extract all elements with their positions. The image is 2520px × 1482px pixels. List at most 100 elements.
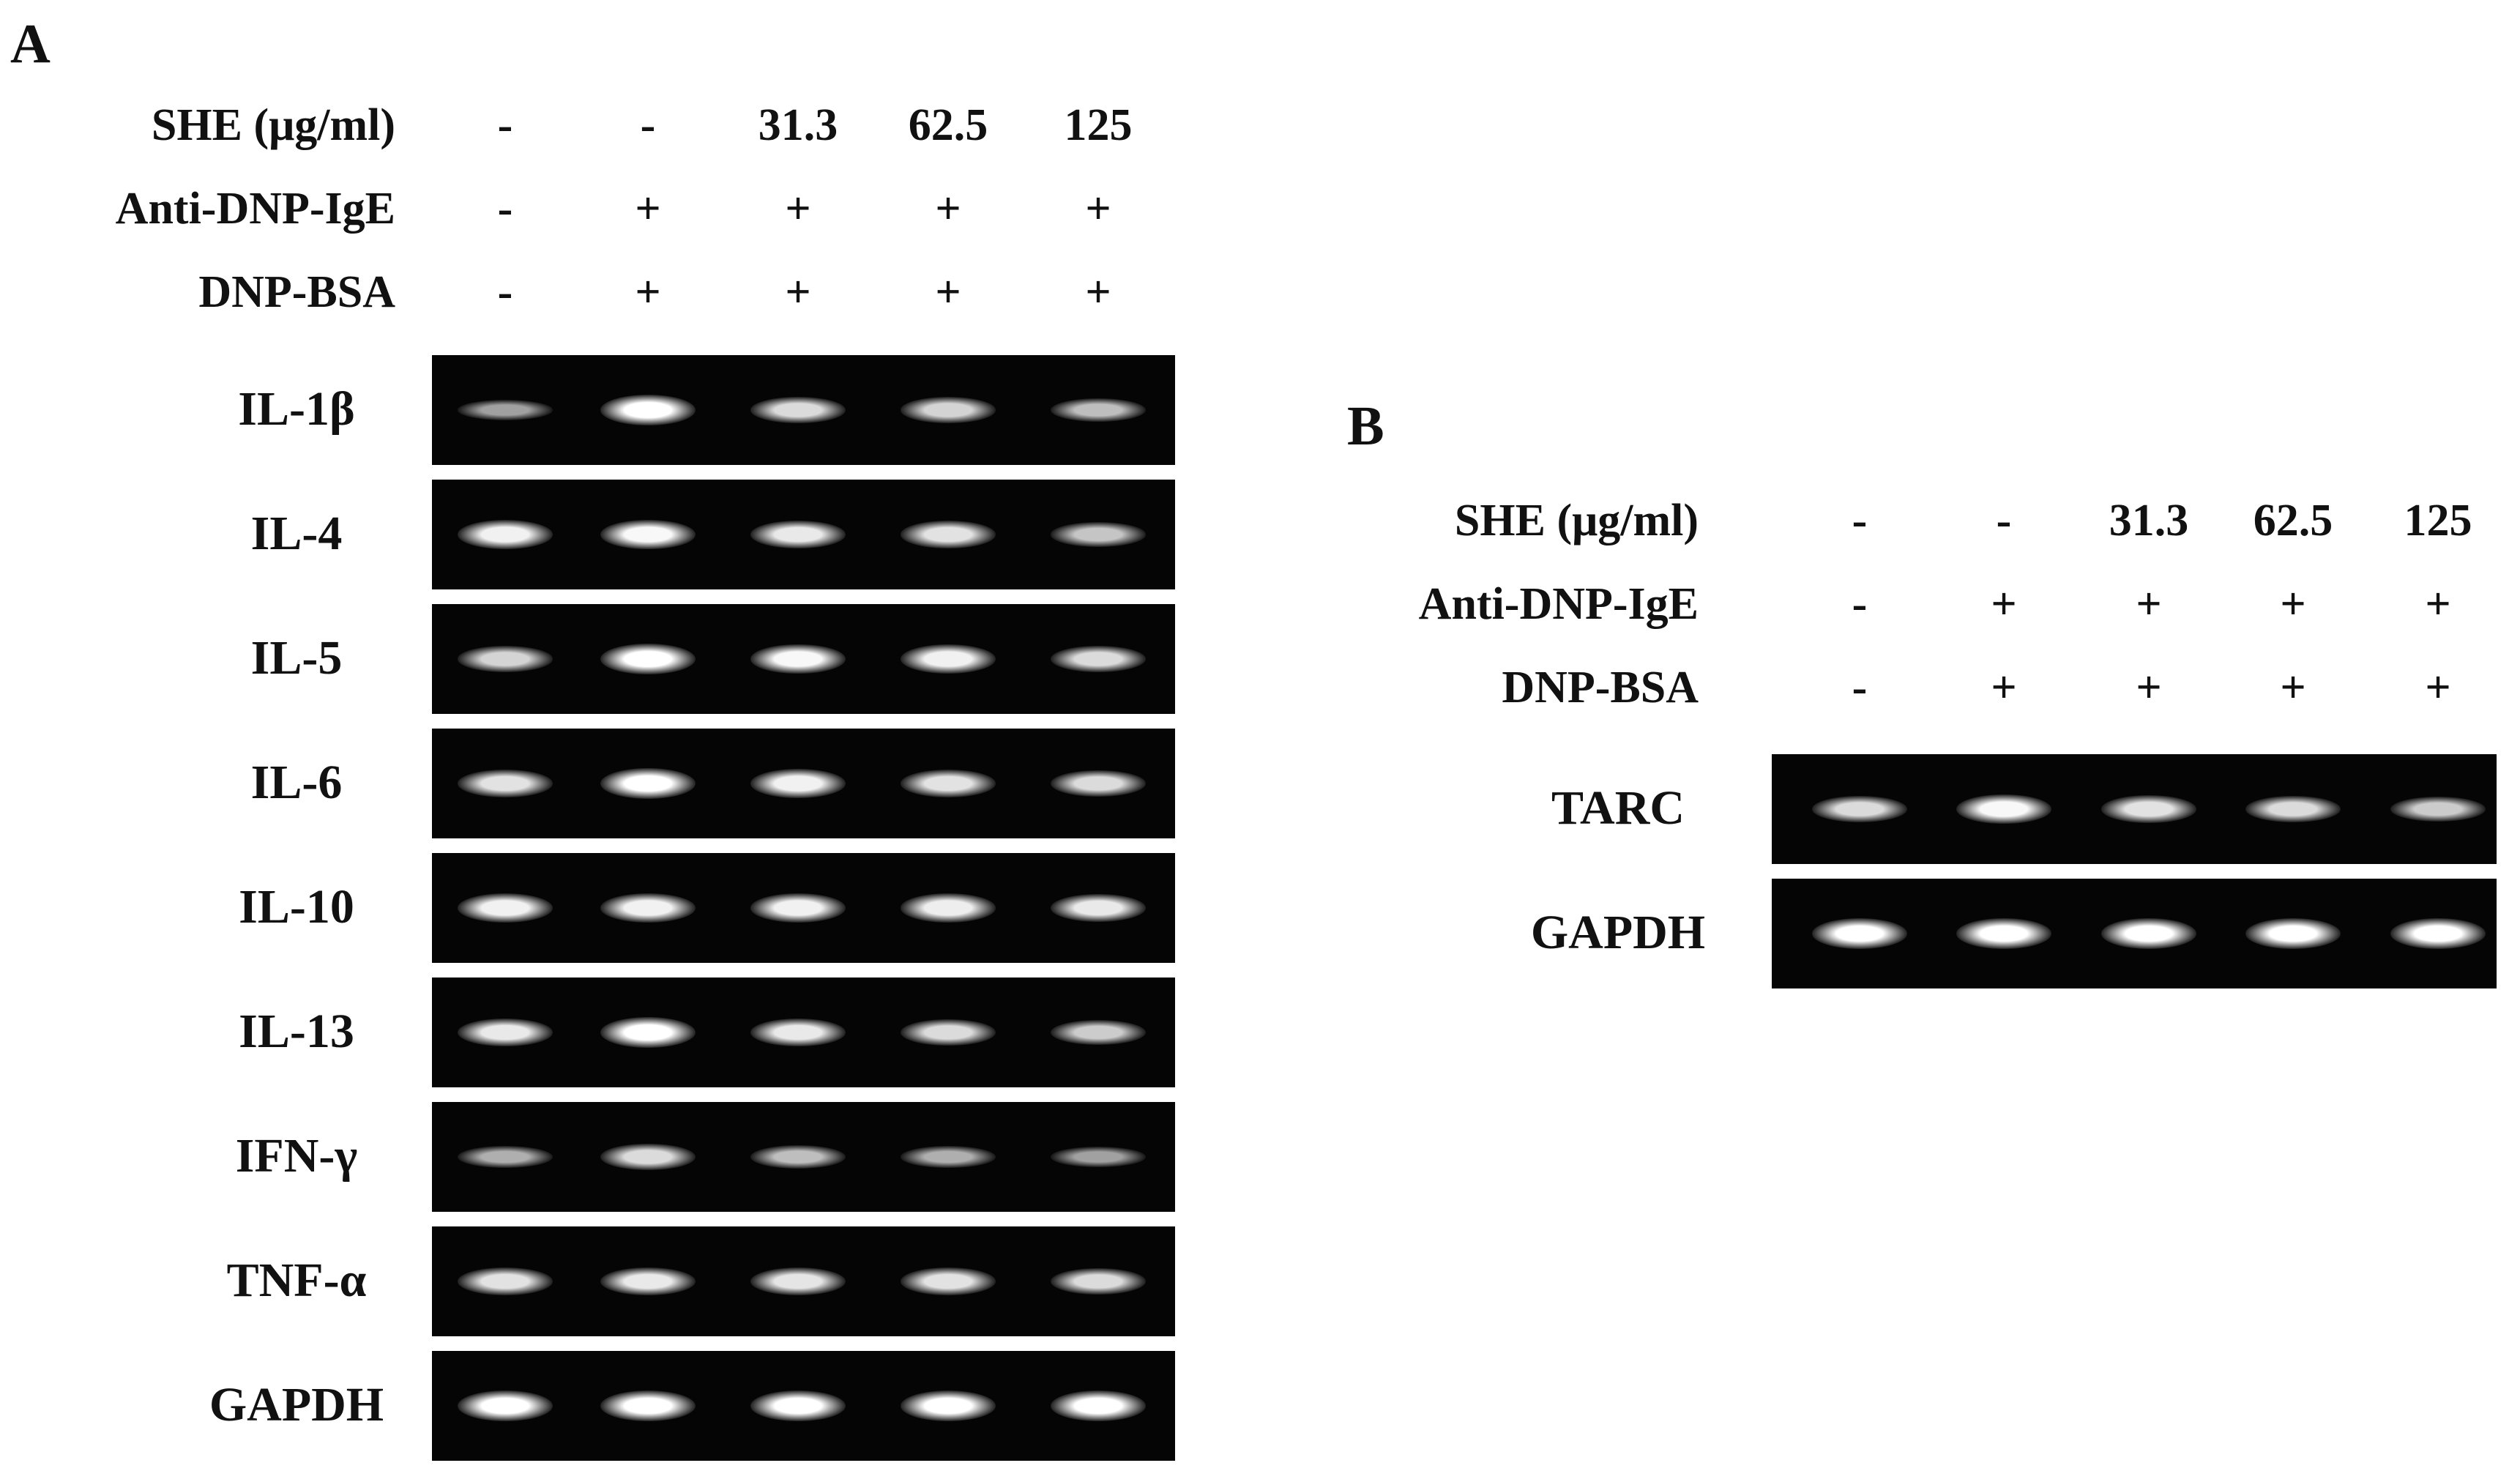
gel-band (1051, 770, 1146, 797)
gel-band (901, 770, 996, 797)
gel-band (901, 893, 996, 923)
condition-value: 62.5 (908, 100, 988, 150)
gel-band (1051, 398, 1146, 422)
gel-band (458, 400, 553, 420)
gel-band (901, 1267, 996, 1295)
gel-band (458, 1390, 553, 1421)
gel-band (600, 1267, 696, 1296)
condition-value: - (1852, 579, 1868, 629)
gel-band (600, 395, 696, 425)
gel-band (750, 893, 846, 923)
gel-band (458, 1018, 553, 1047)
gel-band (458, 1267, 553, 1295)
gel-band (2245, 795, 2341, 823)
gel-band (1051, 893, 1146, 923)
condition-value: + (2425, 579, 2451, 629)
condition-value: - (497, 184, 513, 234)
gel-band (1051, 522, 1146, 547)
condition-value: - (1852, 663, 1868, 712)
gel-band (1956, 794, 2051, 824)
condition-value: + (935, 184, 961, 234)
gene-label: IFN-γ (235, 1129, 358, 1183)
gene-label: IL-13 (239, 1005, 354, 1058)
gel-strip (432, 978, 1175, 1087)
gel-band (458, 520, 553, 549)
gel-band (458, 646, 553, 672)
condition-value: + (2280, 579, 2306, 629)
condition-value: + (635, 267, 661, 317)
condition-value: + (1991, 579, 2017, 629)
condition-value: + (635, 184, 661, 234)
gel-band (1051, 1390, 1146, 1421)
gel-band (750, 396, 846, 424)
gene-label: TNF-α (226, 1254, 367, 1307)
condition-label: DNP-BSA (1502, 663, 1699, 712)
condition-value: + (785, 184, 811, 234)
gel-strip (432, 355, 1175, 465)
gel-band (901, 397, 996, 423)
condition-label: SHE (μg/ml) (151, 100, 395, 150)
gel-band (2245, 918, 2341, 949)
gel-band (458, 1146, 553, 1168)
condition-value: + (2280, 663, 2306, 712)
condition-value: - (1852, 496, 1868, 545)
panel-letter-a: A (10, 13, 51, 75)
gel-strip (432, 853, 1175, 963)
gel-band (750, 1144, 846, 1169)
condition-value: - (1996, 496, 2012, 545)
condition-value: 125 (2404, 496, 2472, 545)
condition-value: + (2136, 579, 2162, 629)
gel-strip (432, 480, 1175, 589)
condition-value: + (785, 267, 811, 317)
gel-band (1812, 918, 1907, 949)
gel-band (600, 1390, 696, 1421)
condition-value: 31.3 (758, 100, 838, 150)
gel-band (1051, 1019, 1146, 1046)
condition-value: 62.5 (2253, 496, 2333, 545)
gel-band (901, 1146, 996, 1168)
gel-band (901, 644, 996, 674)
gel-band (2101, 795, 2196, 823)
gel-strip (432, 729, 1175, 838)
gene-label: IL-10 (239, 880, 354, 934)
gene-label: IL-6 (250, 756, 343, 809)
gel-band (458, 893, 553, 923)
gene-label: IL-5 (250, 631, 343, 685)
gel-band (600, 768, 696, 799)
condition-label: DNP-BSA (198, 267, 395, 317)
condition-value: + (1085, 184, 1111, 234)
gel-strip (1772, 754, 2497, 864)
condition-value: + (2136, 663, 2162, 712)
gel-band (1051, 1147, 1146, 1167)
condition-value: + (935, 267, 961, 317)
condition-label: Anti-DNP-IgE (1418, 579, 1699, 629)
gel-band (901, 1019, 996, 1046)
condition-value: + (1991, 663, 2017, 712)
gel-strip (432, 1351, 1175, 1461)
condition-value: 125 (1064, 100, 1133, 150)
condition-value: - (497, 100, 513, 150)
gel-strip (1772, 879, 2497, 988)
condition-label: Anti-DNP-IgE (115, 184, 395, 234)
gel-band (2101, 918, 2196, 949)
gel-band (1051, 645, 1146, 673)
gel-band (600, 519, 696, 550)
gel-band (750, 644, 846, 674)
gel-band (750, 769, 846, 798)
condition-value: - (497, 267, 513, 317)
condition-value: + (2425, 663, 2451, 712)
gel-band (750, 1018, 846, 1047)
panel-letter-b: B (1347, 395, 1384, 457)
condition-value: + (1085, 267, 1111, 317)
gel-band (901, 521, 996, 548)
gel-band (901, 1390, 996, 1421)
gel-band (750, 1390, 846, 1421)
condition-value: - (640, 100, 656, 150)
gene-label: GAPDH (209, 1378, 384, 1431)
gel-band (2390, 918, 2486, 949)
gel-band (750, 1267, 846, 1295)
gel-band (1956, 918, 2051, 949)
gene-label: IL-4 (250, 507, 343, 560)
